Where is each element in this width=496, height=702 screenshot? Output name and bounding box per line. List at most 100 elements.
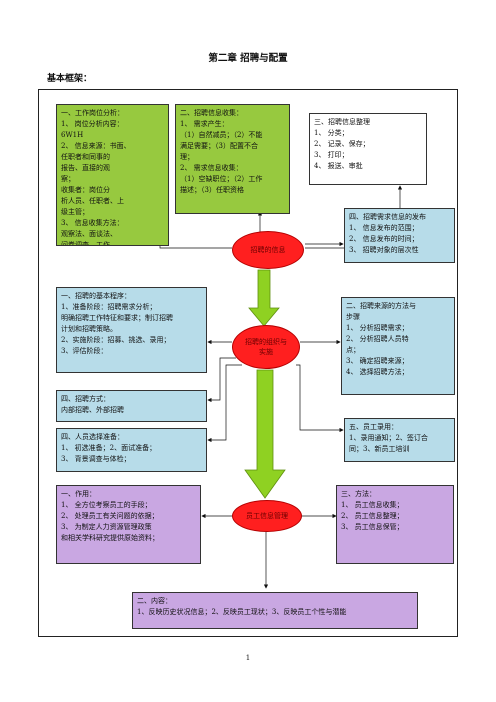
box-line: 1、 全方位考察员工的手段； (61, 501, 152, 509)
box-line: 2、实施阶段：招募、挑选、录用； (61, 336, 171, 344)
box-line: 1、 分类； (314, 129, 349, 137)
box-lines: 三、方法： 1、 员工信息收集； 2、 员工信息整理； 3、 员工信息保管； (341, 489, 449, 533)
box-line: 3、 确定招聘来源； (346, 357, 409, 365)
box-line: 四、招聘方式： (61, 395, 110, 403)
box-line: 1、反映历史状况信息；2、反映员工现状；3、反映员工个性与潜能 (137, 608, 347, 616)
connector-info-left (157, 213, 232, 249)
box-line: 一、工作岗位分析： (61, 109, 124, 117)
box-line: 任职者和同事的 (61, 153, 110, 161)
box-lines: 五、员工录用： 1、录用通知；2、签订合同；3、新员工培训 (349, 422, 450, 455)
job-analysis-box: 一、工作岗位分析： 1、 岗位分析内容： 6W1H 2、 信息来源：书面、任职者和同事… (56, 104, 169, 246)
box-line: 五、员工录用： (349, 423, 398, 431)
box-line: 1、准备阶段：招聘需求分析； (61, 303, 157, 311)
page-number: 1 (245, 654, 251, 662)
box-line: 1、 员工信息收集； (341, 501, 404, 509)
box-line: 四、人员选择准备： (61, 433, 124, 441)
box-line: 2、 处理员工有关问题的依据； (61, 512, 159, 520)
box-line: 2、 员工信息整理； (341, 512, 404, 520)
box-line: 3、 信息收集方法： (61, 219, 124, 227)
box-line: 1、 信息发布的范围； (349, 224, 419, 232)
connector-org-select (207, 364, 242, 443)
demand-publish-box: 四、招聘需求信息的发布 1、 信息发布的范围； 2、 信息发布的时间； 3、 招聘对象… (344, 208, 455, 263)
functions-box: 一、作用： 1、 全方位考察员工的手段； 2、 处理员工有关问题的依据； 3、 为制定… (56, 485, 201, 564)
box-line: 四、招聘需求信息的发布 (349, 213, 426, 221)
box-lines: 四、招聘需求信息的发布 1、 信息发布的范围； 2、 信息发布的时间； 3、 招聘对象… (349, 212, 450, 256)
recruit-methods-box: 四、招聘方式： 内部招聘、外部招聘 (56, 390, 207, 422)
box-lines: 一、招聘的基本程序： 1、准备阶段：招聘需求分析； 明确招聘工作特征和要求；制订招聘… (61, 291, 202, 357)
box-line: 和相关学科研究提供原始资料； (61, 534, 159, 542)
box-line: 1、 初选准备；2、面试准备； (61, 444, 157, 452)
connector-org-methods (207, 357, 236, 403)
node-recruit-org: 招聘的组织与实施 (232, 325, 300, 369)
box-lines: 一、作用： 1、 全方位考察员工的手段； 2、 处理员工有关问题的依据； 3、 为制定… (61, 489, 196, 544)
box-line: 二、招聘信息收集： (180, 109, 243, 117)
box-line: 报告、直接的观 (61, 164, 110, 172)
box-line: 理； (180, 153, 194, 161)
box-line: 6W1H (61, 131, 84, 139)
box-line: 同；3、新员工培训 (349, 445, 410, 453)
box-line: 1、 需求产生： (180, 120, 229, 128)
info-organize-box: 三、招聘信息整理 1、 分类； 2、 记录、保存； 3、 打印； 4、 报送、审批 (309, 113, 427, 185)
box-line: 1、 分析招聘需求； (346, 324, 409, 332)
diagram-frame (38, 89, 458, 637)
box-line: 步骤 (346, 313, 360, 321)
box-line: 三、招聘信息整理 (314, 118, 370, 126)
box-line: 二、招聘来源的方法与 (346, 302, 416, 310)
box-lines: 一、工作岗位分析： 1、 岗位分析内容： 6W1H 2、 信息来源：书面、任职者和同事… (61, 108, 164, 246)
box-line: 2、 信息来源：书面、 (61, 142, 131, 150)
section-subtitle: 基本框架： (47, 74, 93, 84)
box-line: 描述；（3）任职资格 (180, 186, 244, 194)
flow-arrow-2 (244, 369, 286, 499)
box-lines: 四、人员选择准备： 1、 初选准备；2、面试准备； 3、 背景调查与体检； (61, 432, 202, 465)
node-recruit-info: 招聘的信息 (232, 231, 304, 269)
box-line: 1、 岗位分析内容： (61, 120, 124, 128)
box-line: 一、作用： (61, 490, 96, 498)
box-line: 3、 背景调查与体检； (61, 455, 131, 463)
methods-box: 三、方法： 1、 员工信息收集； 2、 员工信息整理； 3、 员工信息保管； (336, 485, 454, 564)
box-line: 三、方法： (341, 490, 376, 498)
employee-hiring-box: 五、员工录用： 1、录用通知；2、签订合同；3、新员工培训 (344, 418, 455, 462)
box-line: 4、 报送、审批 (314, 162, 363, 170)
box-line: 3、 为制定人力资源管理政策 (61, 523, 152, 531)
box-line: 2、 信息发布的时间； (349, 235, 419, 243)
box-line: 一、招聘的基本程序： (61, 292, 131, 300)
box-line: 观察法、面谈法、 (61, 230, 117, 238)
box-lines: 四、招聘方式： 内部招聘、外部招聘 (61, 394, 202, 416)
box-line: 2、 需求信息收集： (180, 164, 243, 172)
basic-procedure-box: 一、招聘的基本程序： 1、准备阶段：招聘需求分析； 明确招聘工作特征和要求；制订招聘… (56, 287, 207, 373)
box-line: 2、 分析招聘人员特 (346, 335, 409, 343)
node-employee-info: 员工信息管理 (232, 500, 302, 532)
contents-box: 二、内容： 1、反映历史状况信息；2、反映员工现状；3、反映员工个性与潜能 (132, 592, 418, 629)
box-line: 察； (61, 175, 75, 183)
box-line: 内部招聘、外部招聘 (61, 406, 124, 414)
box-line: 1、录用通知；2、签订合 (349, 434, 428, 442)
box-line: （1）自然减员；（2）不能 (180, 131, 263, 139)
box-line: 点； (346, 346, 360, 354)
box-lines: 二、内容： 1、反映历史状况信息；2、反映员工现状；3、反映员工个性与潜能 (137, 596, 413, 618)
box-lines: 二、招聘来源的方法与步骤 1、 分析招聘需求； 2、 分析招聘人员特点； 3、 确定招… (346, 301, 450, 378)
flow-arrow-1 (248, 269, 280, 327)
box-line: （1）空缺职位；（2）工作 (180, 175, 263, 183)
box-line: 二、内容： (137, 597, 172, 605)
box-lines: 二、招聘信息收集： 1、 需求产生： （1）自然减员；（2）不能满足需要；（3）配置… (180, 108, 285, 196)
box-line: 满足需要；（3）配置不合 (180, 142, 258, 150)
connector-org-hire (296, 364, 344, 433)
box-line: 问卷调查、工作 (61, 241, 110, 246)
recruit-info-collect-box: 二、招聘信息收集： 1、 需求产生： （1）自然减员；（2）不能满足需要；（3）配置… (175, 104, 290, 214)
box-lines: 三、招聘信息整理 1、 分类； 2、 记录、保存； 3、 打印； 4、 报送、审批 (314, 117, 422, 172)
box-line: 2、 记录、保存； (314, 140, 370, 148)
box-line: 3、评估阶段： (61, 347, 108, 355)
box-line: 4、 选择招聘方法； (346, 368, 409, 376)
box-line: 级主管； (61, 208, 89, 216)
box-line: 明确招聘工作特征和要求；制订招聘 (61, 314, 173, 322)
source-methods-box: 二、招聘来源的方法与步骤 1、 分析招聘需求； 2、 分析招聘人员特点； 3、 确定招… (341, 297, 455, 395)
box-line: 计划和招聘策略。 (61, 325, 117, 333)
selection-prep-box: 四、人员选择准备： 1、 初选准备；2、面试准备； 3、 背景调查与体检； (56, 428, 207, 472)
box-line: 3、 员工信息保管； (341, 523, 404, 531)
page-title: 第二章 招聘与配置 (208, 53, 288, 64)
box-line: 3、 打印； (314, 151, 349, 159)
box-line: 收集者：岗位分 (61, 186, 110, 194)
box-line: 析人员、任职者、上 (61, 197, 124, 205)
box-line: 3、 招聘对象的层次性 (349, 246, 419, 254)
